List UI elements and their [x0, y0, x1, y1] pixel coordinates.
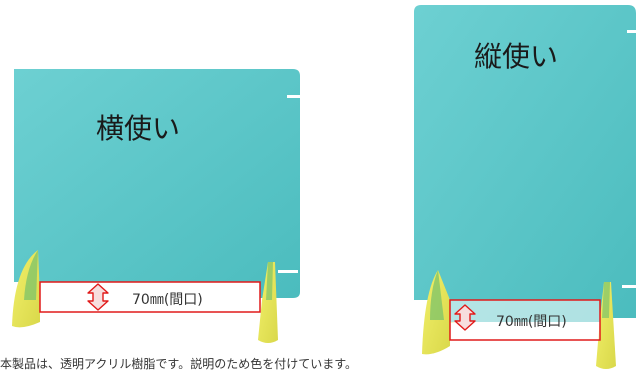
right-stand — [596, 282, 616, 369]
disclaimer-caption: 本製品は、透明アクリル樹脂です。説明のため色を付けています。 — [0, 357, 358, 371]
panel-slit-bottom — [622, 285, 639, 288]
panel-slit-top — [627, 30, 639, 33]
left-stand-shade — [24, 250, 38, 300]
opening-highlight — [39, 281, 261, 313]
opening-highlight — [449, 299, 601, 341]
right-stand-shade — [266, 262, 273, 300]
acrylic-panel — [414, 5, 636, 322]
panel-slit-top — [287, 95, 300, 98]
horizontal-partition: 70㎜(間口) 横使い — [12, 69, 300, 343]
horizontal-label: 横使い — [96, 112, 180, 145]
opening-arrow-icon — [87, 283, 109, 311]
vertical-label: 縦使い — [474, 40, 558, 73]
vertical-partition: 70㎜(間口) 縦使い — [414, 5, 639, 369]
panel-slit-bottom — [278, 270, 298, 273]
opening-arrow-icon — [454, 304, 476, 331]
left-stand-shade — [430, 270, 444, 320]
opening-text: 70㎜(間口) — [132, 292, 203, 308]
right-stand-shade — [602, 282, 610, 318]
opening-text: 70㎜(間口) — [496, 314, 567, 330]
right-stand — [258, 262, 278, 343]
acrylic-panel — [14, 69, 300, 298]
